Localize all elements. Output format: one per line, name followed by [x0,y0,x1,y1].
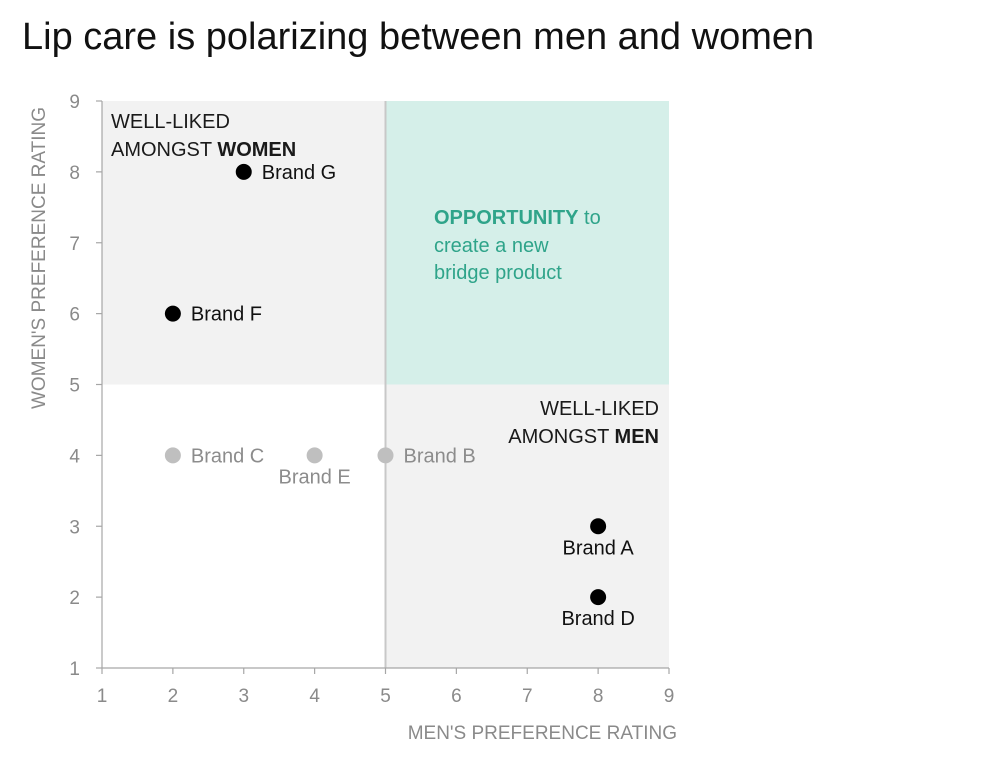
quadrant-opportunity-line2: create a new [434,235,549,257]
quadrant-opportunity-rest: to [578,207,600,229]
data-point [590,589,607,606]
quadrant-top-left-bold: WOMEN [217,139,296,161]
data-point [590,518,607,535]
chart-title: Lip care is polarizing between men and w… [22,16,814,58]
y-tick-label: 3 [69,517,80,538]
x-tick-label: 3 [238,686,249,707]
quadrant-opportunity-shade [385,101,669,385]
y-tick-label: 4 [69,446,80,467]
data-point-label: Brand C [191,445,264,467]
quadrant-bottom-right-line2: AMONGST MEN [508,426,659,448]
quadrant-top-left-shade [102,101,386,385]
quadrant-bottom-right-prefix: AMONGST [508,426,614,448]
x-tick-label: 8 [593,686,604,707]
data-point-label: Brand F [191,304,262,326]
y-tick-label: 9 [69,92,80,113]
quadrant-bottom-right-bold: MEN [615,426,659,448]
data-point-label: Brand B [404,445,476,467]
y-tick-label: 1 [69,659,80,680]
data-point-label: Brand E [278,466,350,488]
data-point [235,163,252,180]
quadrant-bottom-right-line1: WELL-LIKED [540,398,659,420]
x-tick-label: 9 [664,686,675,707]
x-tick-label: 4 [309,686,320,707]
quadrant-labels: WELL-LIKED AMONGST WOMEN OPPORTUNITY to … [111,111,659,448]
y-tick-label: 6 [69,305,80,326]
y-tick-label: 8 [69,163,80,184]
x-axis-title: MEN'S PREFERENCE RATING [408,723,677,744]
x-tick-label: 1 [97,686,108,707]
y-tick-label: 5 [69,376,80,397]
quadrant-opportunity-bold: OPPORTUNITY [434,207,579,229]
x-tick-label: 7 [522,686,533,707]
data-point-label: Brand A [563,537,635,559]
data-point-label: Brand D [561,608,634,630]
data-point-label: Brand G [262,162,336,184]
y-tick-label: 2 [69,588,80,609]
x-tick-label: 5 [380,686,391,707]
quadrant-top-left-line1: WELL-LIKED [111,111,230,133]
quadrant-top-left-prefix: AMONGST [111,139,217,161]
y-axis-title: WOMEN'S PREFERENCE RATING [29,107,50,409]
quadrant-bottom-right-shade [385,384,669,668]
quadrant-top-left-line2: AMONGST WOMEN [111,139,296,161]
data-point [377,447,394,464]
x-tick-label: 6 [451,686,462,707]
data-point [164,305,181,322]
data-point [306,447,323,464]
data-point [164,447,181,464]
quadrant-opportunity-line1: OPPORTUNITY to [434,207,601,229]
y-tick-label: 7 [69,234,80,255]
x-tick-label: 2 [168,686,179,707]
quadrant-opportunity-line3: bridge product [434,262,562,284]
